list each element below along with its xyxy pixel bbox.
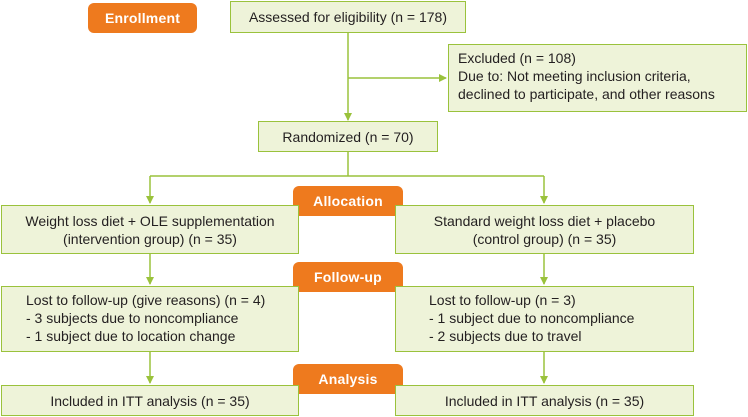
intervention-allocation-line: Weight loss diet + OLE supplementation xyxy=(25,212,275,229)
control-analysis-box: Included in ITT analysis (n = 35) xyxy=(395,385,694,416)
stage-follow-up: Follow-up xyxy=(293,262,403,292)
control-allocation-line: (control group) (n = 35) xyxy=(472,230,617,247)
control-followup-line: - 2 subjects due to travel xyxy=(429,328,582,344)
intervention-followup-line: - 3 subjects due to noncompliance xyxy=(26,310,239,326)
stage-allocation: Allocation xyxy=(293,186,403,216)
excluded-line: declined to participate, and other reaso… xyxy=(458,86,715,102)
assessed-box: Assessed for eligibility (n = 178) xyxy=(230,1,466,33)
intervention-followup-line: Lost to follow-up (give reasons) (n = 4) xyxy=(26,292,266,308)
excluded-box: Excluded (n = 108) Due to: Not meeting i… xyxy=(448,44,747,112)
control-followup-box: Lost to follow-up (n = 3) - 1 subject du… xyxy=(395,286,694,352)
stage-enrollment: Enrollment xyxy=(88,3,197,33)
randomized-text: Randomized (n = 70) xyxy=(282,128,414,145)
control-followup-line: - 1 subject due to noncompliance xyxy=(429,310,635,326)
control-followup-line: Lost to follow-up (n = 3) xyxy=(429,292,576,308)
intervention-followup-line: - 1 subject due to location change xyxy=(26,328,236,344)
excluded-line: Due to: Not meeting inclusion criteria, xyxy=(458,68,691,84)
intervention-followup-box: Lost to follow-up (give reasons) (n = 4)… xyxy=(1,286,299,352)
assessed-text: Assessed for eligibility (n = 178) xyxy=(248,9,448,25)
excluded-line: Excluded (n = 108) xyxy=(458,50,576,66)
control-allocation-line: Standard weight loss diet + placebo xyxy=(433,212,656,229)
intervention-analysis-box: Included in ITT analysis (n = 35) xyxy=(1,385,299,416)
intervention-allocation-line: (intervention group) (n = 35) xyxy=(63,230,237,247)
randomized-box: Randomized (n = 70) xyxy=(258,121,438,152)
intervention-allocation-box: Weight loss diet + OLE supplementation (… xyxy=(1,205,299,254)
intervention-analysis-text: Included in ITT analysis (n = 35) xyxy=(50,392,250,409)
control-allocation-box: Standard weight loss diet + placebo (con… xyxy=(395,205,694,254)
control-analysis-text: Included in ITT analysis (n = 35) xyxy=(444,392,645,409)
stage-analysis: Analysis xyxy=(293,364,403,394)
